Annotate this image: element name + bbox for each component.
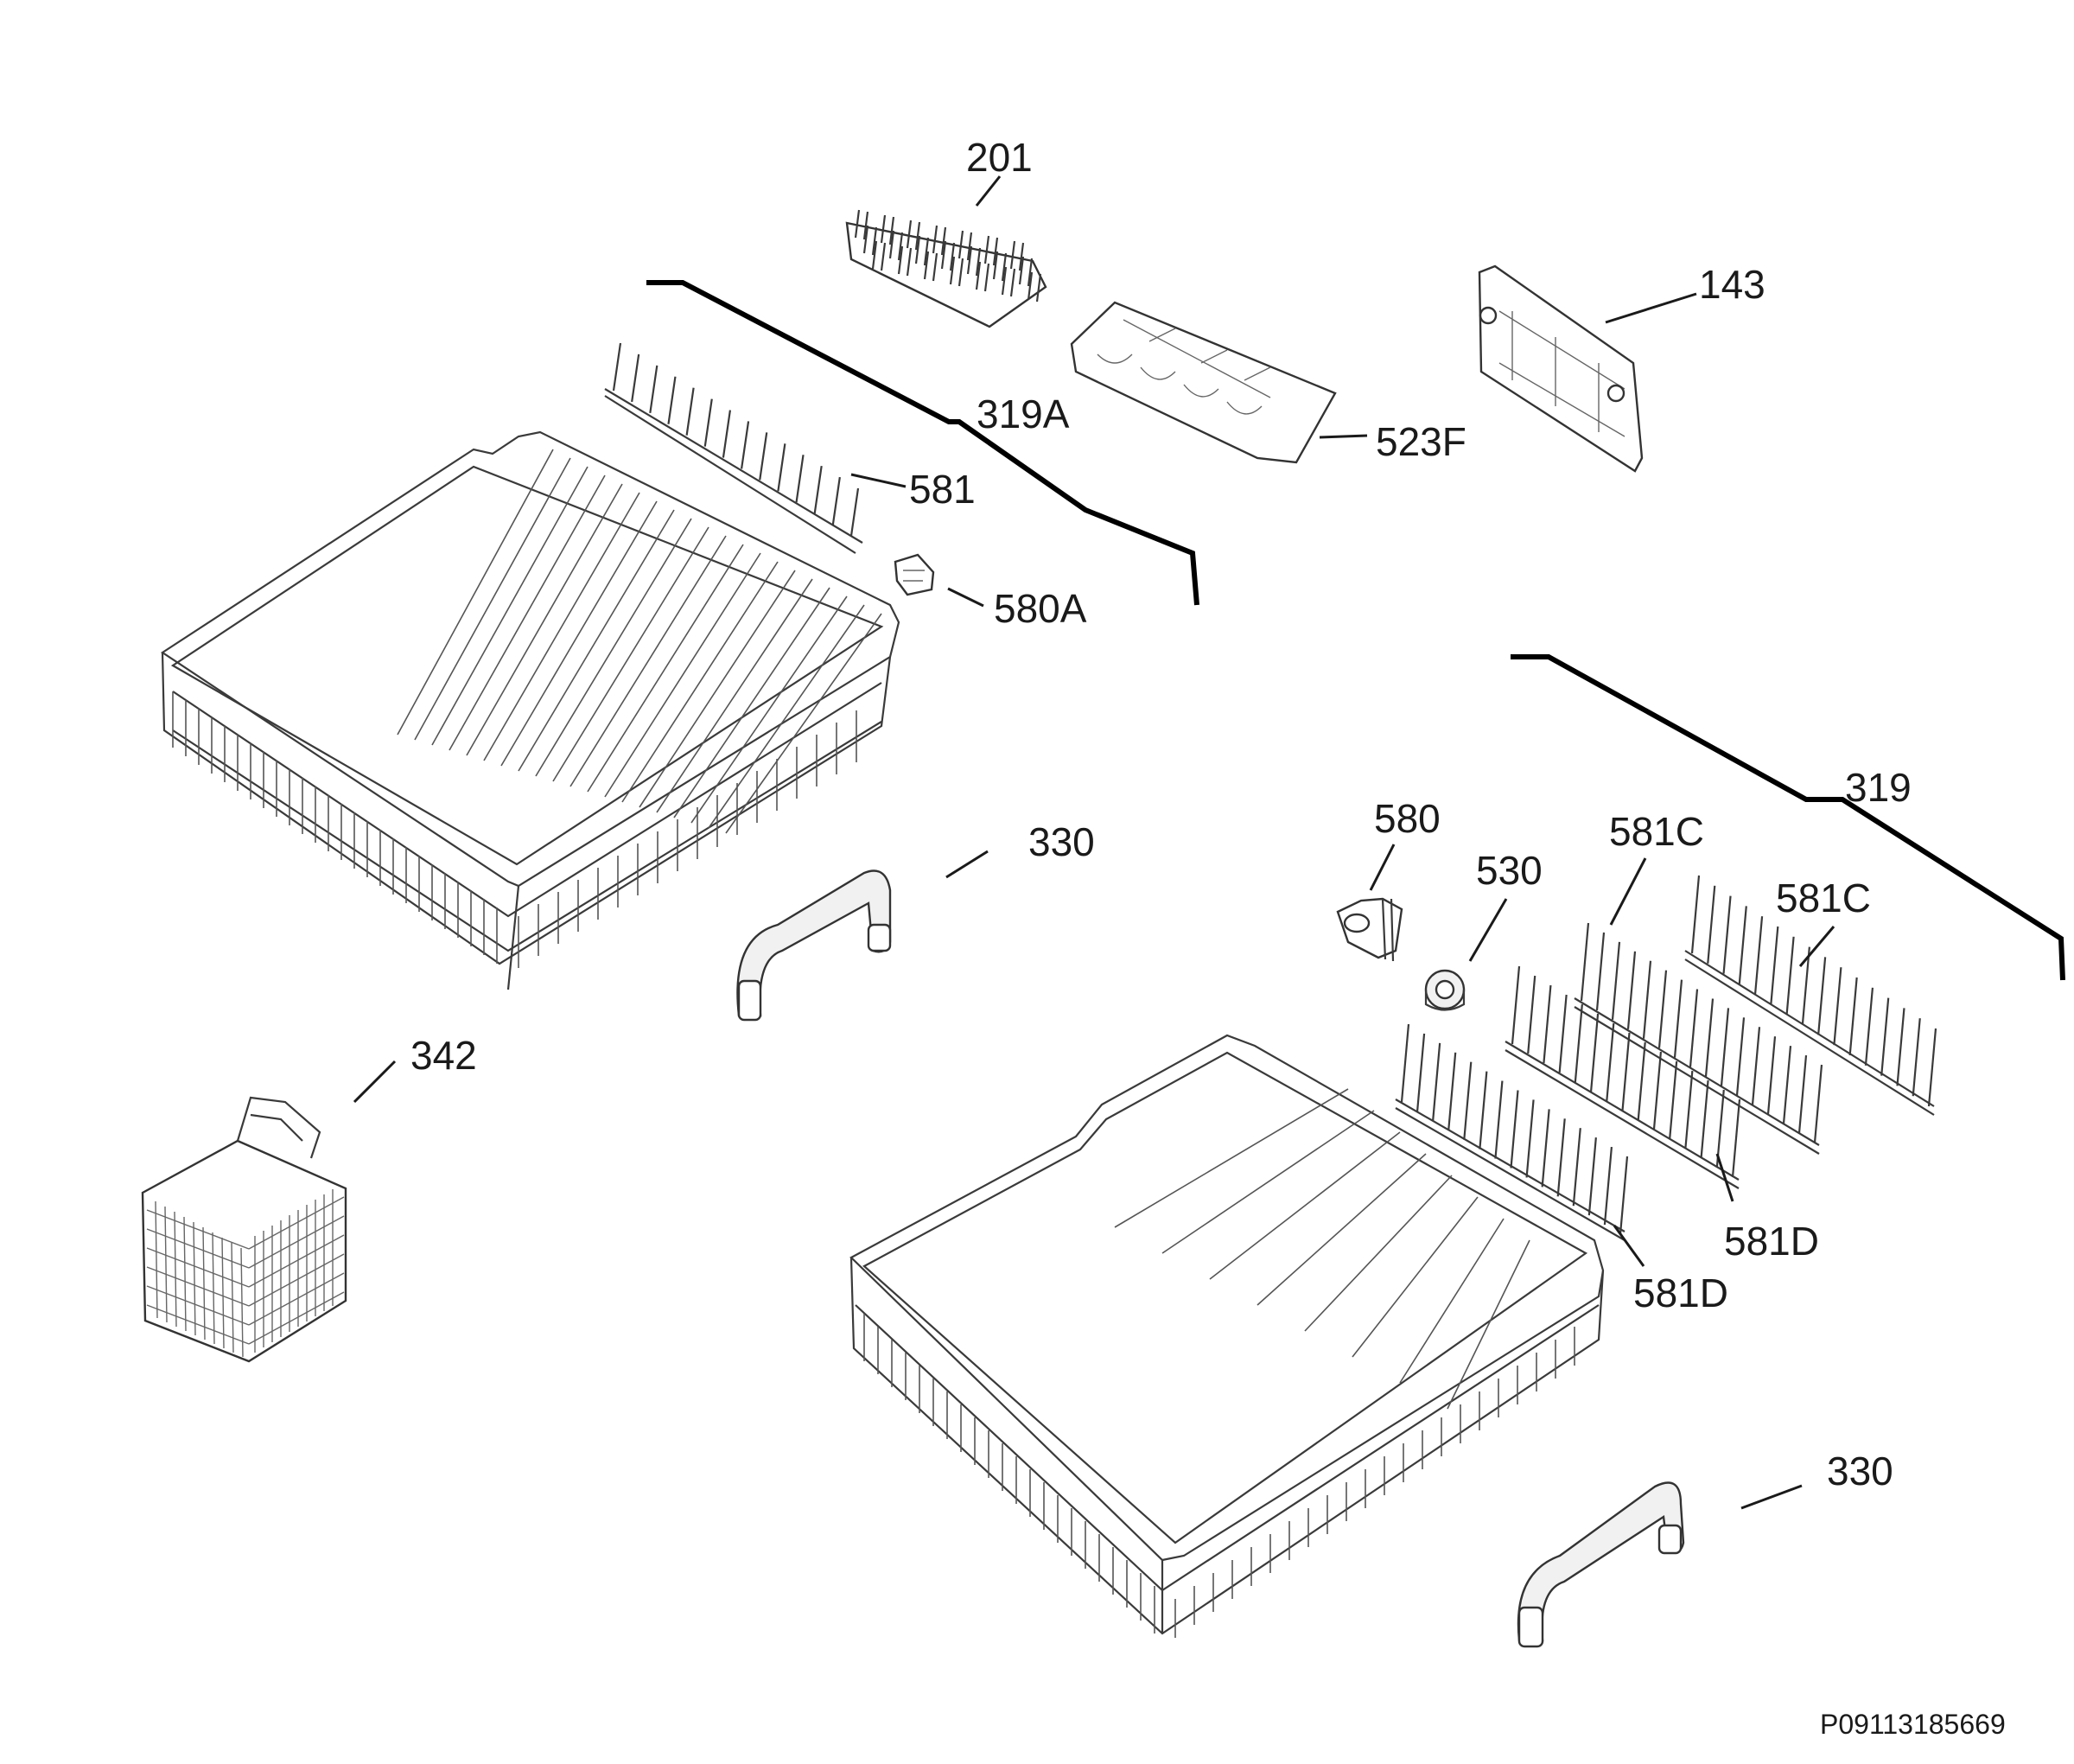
tine-row-581 (604, 342, 863, 554)
wheel-530 (1424, 969, 1466, 1011)
callout-530: 530 (1476, 848, 1543, 893)
leader-581C-right (1798, 926, 1835, 967)
callout-330-upper: 330 (1028, 819, 1095, 864)
leader-580 (1369, 844, 1396, 891)
clip-580 (1336, 897, 1403, 962)
drawing-code: P09113185669 (1820, 1709, 2006, 1740)
rail-319A (646, 280, 1199, 606)
lower-basket (849, 1034, 1605, 1638)
leader-581D-left (1613, 1225, 1645, 1267)
handle-330-upper (736, 869, 892, 1022)
callout-201: 201 (966, 135, 1033, 180)
leader-523F (1319, 434, 1368, 439)
callout-581: 581 (909, 467, 976, 512)
tine-row-581C-right (1684, 875, 1937, 1116)
callout-330-lower: 330 (1827, 1449, 1893, 1493)
callout-581D-left: 581D (1633, 1270, 1728, 1315)
leader-330-upper (945, 850, 989, 879)
side-panel-143 (1478, 264, 1644, 473)
leader-581 (850, 473, 907, 488)
leader-201 (975, 175, 1002, 207)
upper-basket (160, 430, 900, 990)
leader-581D-right (1715, 1153, 1734, 1202)
clip-580A (894, 553, 935, 596)
leader-530 (1468, 898, 1508, 962)
tine-row-581D-right (1505, 965, 1741, 1189)
callout-523F: 523F (1376, 419, 1466, 464)
leader-580A (947, 587, 984, 608)
callout-319: 319 (1845, 765, 1912, 810)
comb-insert-201 (845, 209, 1047, 328)
callout-580A: 580A (994, 586, 1087, 631)
leader-581C-left (1609, 857, 1647, 926)
leader-342 (353, 1060, 397, 1104)
callout-319A: 319A (977, 392, 1070, 436)
handle-330-lower (1517, 1481, 1685, 1648)
callout-342: 342 (410, 1033, 477, 1078)
callout-143: 143 (1699, 262, 1765, 307)
rail-319 (1511, 654, 2065, 981)
leader-143 (1605, 292, 1697, 324)
tine-row-581C-left (1574, 922, 1823, 1155)
callout-580: 580 (1374, 796, 1441, 841)
callout-581C-right: 581C (1776, 876, 1871, 920)
tine-row-581D-left (1395, 1023, 1629, 1241)
callout-581D-right: 581D (1724, 1219, 1819, 1264)
leader-330-lower (1740, 1484, 1803, 1510)
cutlery-basket-342 (141, 1096, 347, 1363)
callout-581C-left: 581C (1609, 809, 1704, 854)
holder-523F (1070, 301, 1337, 464)
